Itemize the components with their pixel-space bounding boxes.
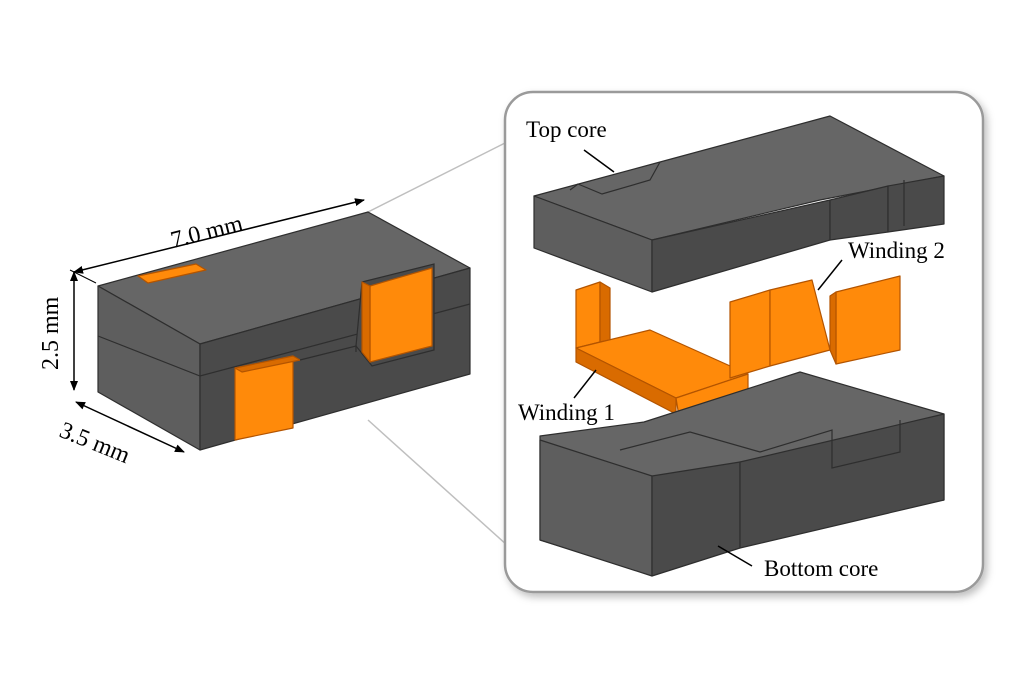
dimension-arrows — [69, 198, 365, 453]
leader-top-core — [583, 149, 615, 173]
dim-height-label: 2.5 mm — [38, 296, 64, 370]
leader-winding-2 — [817, 259, 843, 291]
top-core-notch-edge — [569, 161, 661, 195]
winding-2-right-side — [829, 291, 837, 365]
label-top-core: Top core — [526, 117, 607, 142]
dim-length-label: 7.0 mm — [168, 211, 246, 254]
assembled-side-step — [299, 345, 357, 361]
zoom-guide-bottom — [367, 419, 519, 556]
winding-2 — [729, 275, 901, 379]
dim-width-arrow — [75, 401, 185, 453]
winding-2-left-post — [729, 289, 771, 379]
assembled-inductor — [97, 211, 471, 451]
winding-1-leg-side — [599, 281, 611, 343]
label-winding-2: Winding 2 — [848, 238, 945, 263]
leader-winding-1 — [573, 369, 597, 399]
top-core-end-face — [887, 175, 945, 233]
zoom-guide-top — [367, 142, 506, 213]
bottom-core — [539, 371, 945, 577]
winding-1-vertical-leg — [575, 281, 601, 349]
leader-lines — [573, 149, 843, 567]
top-core — [533, 115, 945, 293]
bottom-core-channel — [619, 420, 901, 469]
dim-width-label: 3.5 mm — [56, 417, 134, 469]
label-bottom-core: Bottom core — [764, 556, 878, 581]
leader-bottom-core — [717, 545, 753, 567]
zoom-guide-lines — [367, 142, 519, 556]
label-winding-1: Winding 1 — [518, 400, 615, 425]
right-terminal-side — [361, 281, 371, 363]
bottom-core-right-block — [739, 413, 945, 549]
dim-length-arrow — [73, 198, 365, 274]
winding-2-right-post — [835, 275, 901, 365]
